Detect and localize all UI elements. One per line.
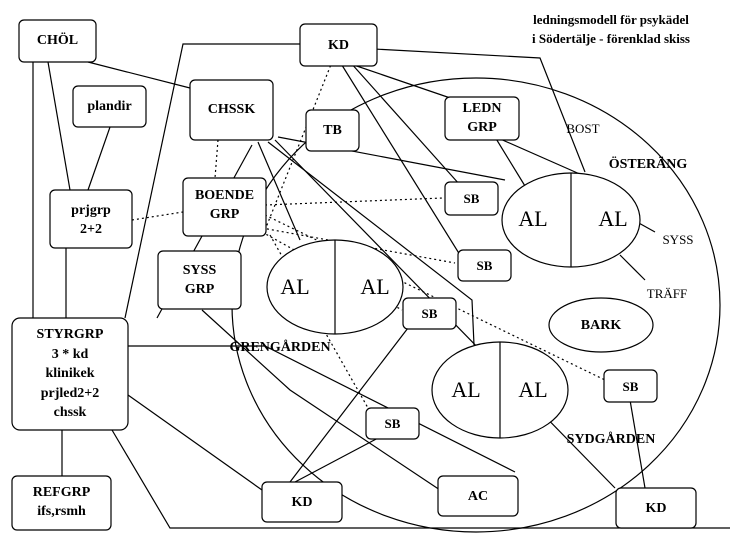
prjgrp-box: [49, 189, 133, 249]
title-line-2: i Södertälje - förenklad skiss: [532, 31, 690, 46]
refgrp-line-1: REFGRP: [32, 485, 91, 500]
sb1-box: [444, 181, 499, 216]
kd-bottom-right-box: [615, 487, 697, 529]
styrgrp-line-2: 3 * kd: [51, 346, 89, 362]
ac-label: AC: [467, 489, 489, 504]
kd-bottom-right-label: KD: [645, 501, 667, 516]
boendegrp-label: BOENDE GRP: [183, 186, 266, 224]
ledngrp-label: LEDN GRP: [445, 99, 519, 137]
styrgrp-box: [11, 317, 129, 431]
sb2-label: SB: [476, 258, 493, 273]
chol-box: [18, 19, 97, 63]
sb5-box: [365, 407, 420, 440]
plandir-label: plandir: [87, 99, 132, 114]
osterang-al-left: AL: [518, 206, 548, 231]
syssgrp-label: SYSS GRP: [158, 261, 241, 299]
sb1-label: SB: [463, 191, 480, 206]
sb4-label: SB: [622, 379, 639, 394]
sydgarden-al-right: AL: [518, 377, 548, 402]
bark-ellipse: [548, 297, 654, 353]
grengarden-al-left: AL: [280, 274, 310, 299]
ledngrp-line-1: LEDN: [462, 101, 502, 116]
grengarden-al-right: AL: [360, 274, 390, 299]
prjgrp-line-2: 2+2: [80, 222, 102, 237]
styrgrp-line-4: prjled2+2: [40, 385, 100, 401]
syss-label: SYSS: [662, 232, 694, 247]
prjgrp-label: prjgrp 2+2: [50, 201, 132, 239]
sb4-box: [603, 369, 658, 403]
osterang-label: ÖSTERÄNG: [608, 157, 688, 172]
sydgarden-al-left: AL: [451, 377, 481, 402]
osterang-al-right: AL: [598, 206, 628, 231]
syssgrp-line-1: SYSS: [182, 263, 217, 278]
boendegrp-box: [182, 177, 267, 237]
boendegrp-line-1: BOENDE: [194, 188, 255, 203]
styrgrp-line-5: chssk: [53, 405, 87, 420]
plandir-box: [72, 85, 147, 128]
refgrp-line-2: ifs,rsmh: [37, 504, 86, 519]
kd-bottom-left-box: [261, 481, 343, 523]
grengarden-label: GRENGÅRDEN: [229, 340, 331, 355]
refgrp-box: [11, 475, 112, 531]
traff-label: TRÄFF: [646, 286, 688, 301]
styrgrp-line-1: STYRGRP: [36, 327, 104, 342]
chssk-label: CHSSK: [207, 102, 256, 117]
sb3-box: [402, 297, 457, 330]
sb5-label: SB: [384, 416, 401, 431]
syssgrp-box: [157, 250, 242, 310]
bost-label: BOST: [566, 121, 600, 136]
diagram-title: ledningsmodell för psykädel i Södertälje…: [496, 10, 726, 48]
refgrp-label: REFGRP ifs,rsmh: [12, 483, 111, 521]
styrgrp-line-3: klinikek: [45, 366, 95, 381]
solid-connectors: [32, 43, 730, 529]
title-line-1: ledningsmodell för psykädel: [533, 12, 689, 27]
kd-top-label: KD: [328, 38, 349, 53]
syssgrp-line-2: GRP: [184, 282, 215, 297]
kd-top-box: [299, 23, 378, 67]
styrgrp-label: STYRGRP 3 * kd klinikek prjled2+2 chssk: [12, 325, 128, 423]
chol-label: CHÖL: [36, 33, 79, 48]
ac-box: [437, 475, 519, 517]
prjgrp-line-1: prjgrp: [71, 203, 111, 218]
chssk-box: [189, 79, 274, 141]
sb2-box: [457, 249, 512, 282]
sb3-label: SB: [421, 306, 438, 321]
kd-bottom-left-label: KD: [291, 495, 313, 510]
ledngrp-line-2: GRP: [467, 120, 497, 135]
sydgarden-label: SYDGÅRDEN: [566, 432, 656, 447]
tb-box: [305, 109, 360, 152]
boendegrp-line-2: GRP: [209, 207, 240, 222]
tb-label: TB: [323, 123, 342, 138]
ledngrp-box: [444, 96, 520, 141]
bark-label: BARK: [580, 318, 622, 333]
